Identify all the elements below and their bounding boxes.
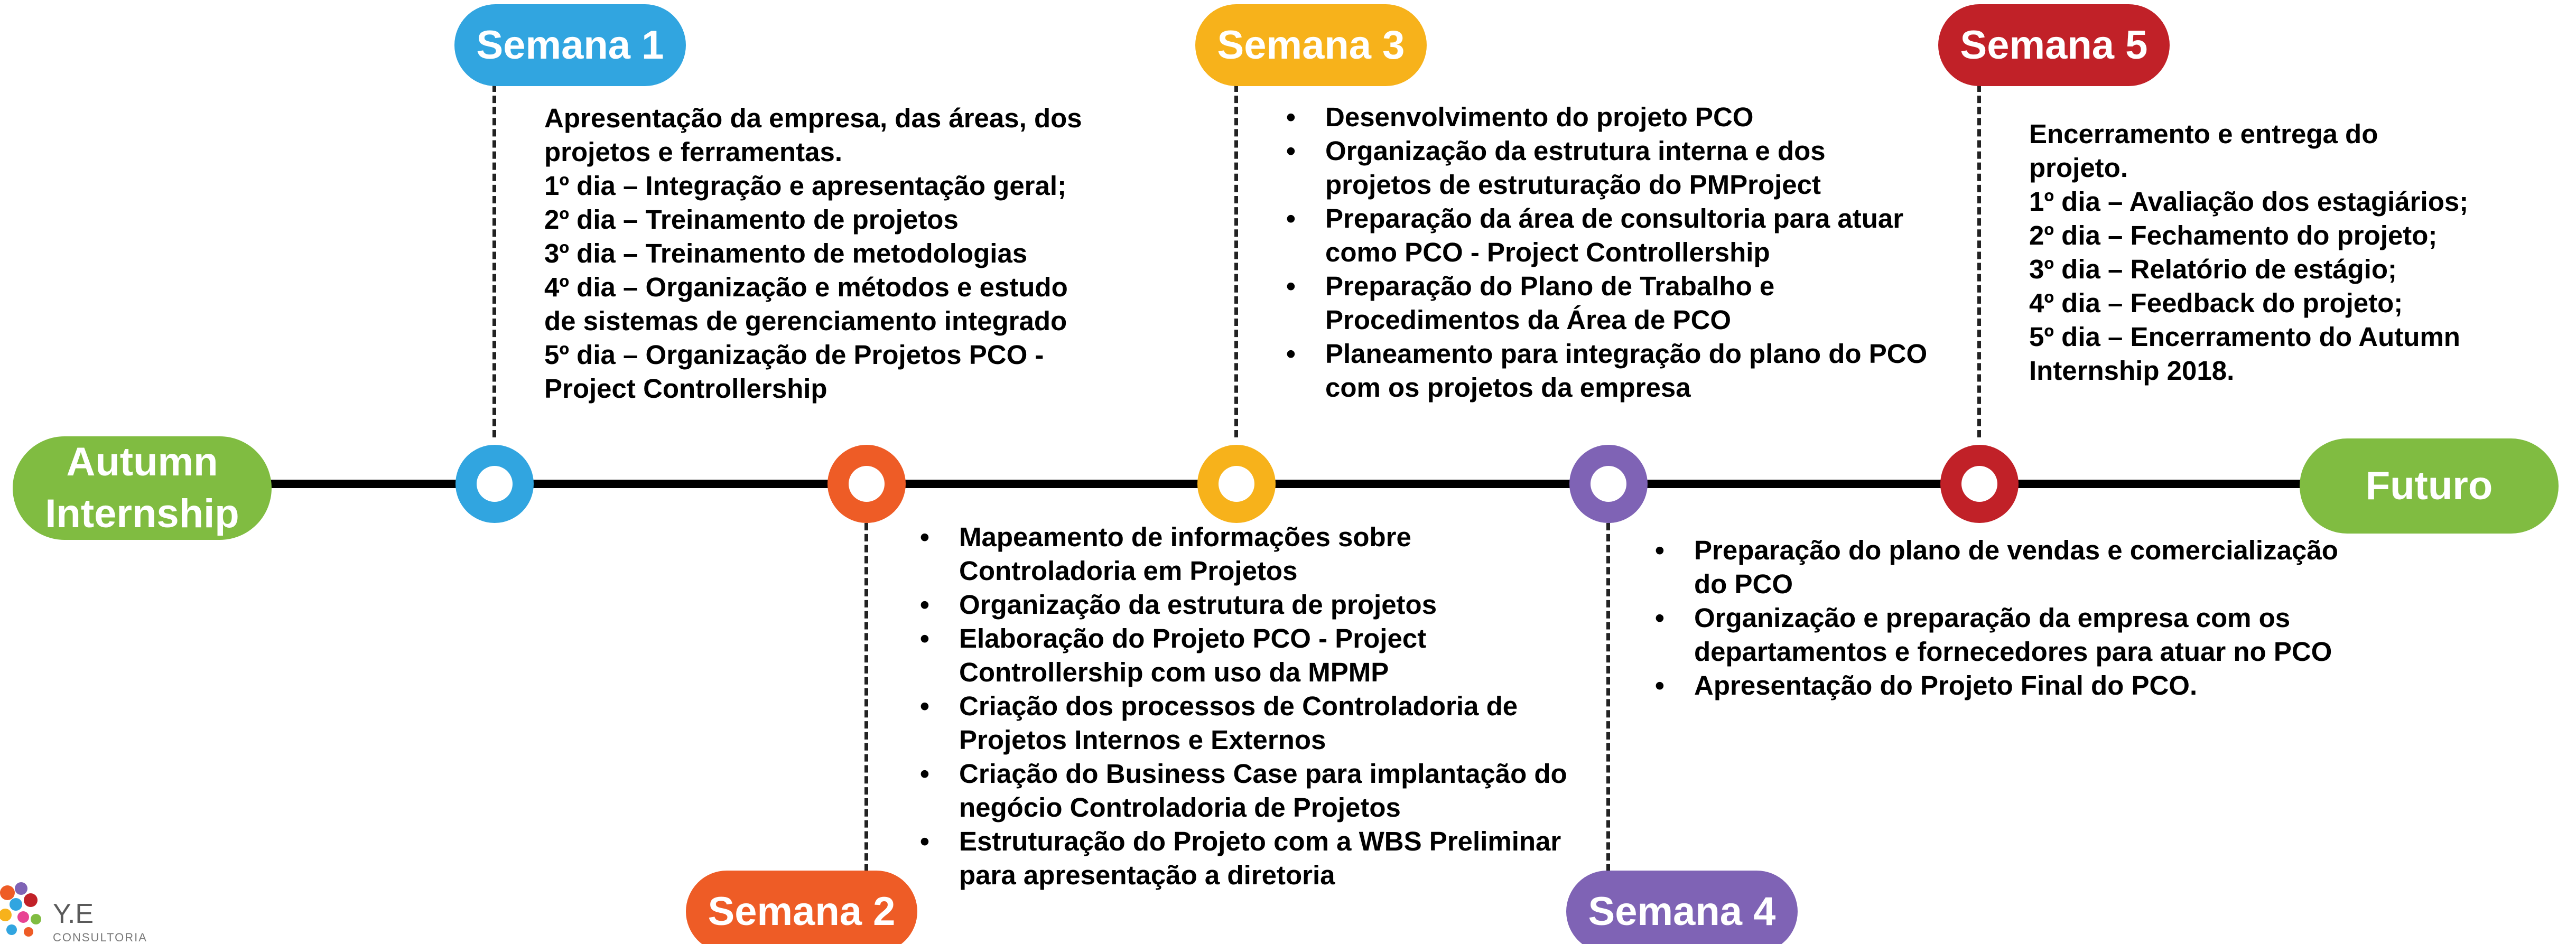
week3-bullet: Organização da estrutura interna e dos p… [1283,134,1927,202]
week1-node [455,445,534,523]
week3-bullet: Preparação do Plano de Trabalho e Proced… [1283,269,1927,337]
week1-line: Apresentação da empresa, das áreas, dos [544,103,1082,133]
week1-line: Project Controllership [544,373,827,404]
week3-bullet: Planeamento para integração do plano do … [1283,337,1927,405]
week2-description: Mapeamento de informações sobre Controla… [917,520,1567,892]
end-pill: Futuro [2300,438,2559,534]
week1-connector [492,85,496,437]
week3-label: Semana 3 [1217,23,1405,68]
week2-bullet: Criação do Business Case para implantaçã… [917,757,1567,825]
week5-line: Encerramento e entrega do [2029,119,2378,149]
week2-bullet: Estruturação do Projeto com a WBS Prelim… [917,825,1567,892]
week1-line: projetos e ferramentas. [544,137,843,167]
week4-bullet: Apresentação do Projeto Final do PCO. [1652,669,2338,703]
week3-connector [1234,85,1238,437]
logo-name: Y.E [53,899,94,929]
week5-label: Semana 5 [1960,23,2148,68]
week5-label-pill: Semana 5 [1938,4,2170,86]
week2-label: Semana 2 [708,889,896,934]
week2-bullet: Criação dos processos de Controladoria d… [917,689,1567,757]
week4-connector [1606,523,1610,872]
week1-line: 5º dia – Organização de Projetos PCO - [544,340,1044,370]
company-logo-icon [0,882,41,937]
week2-connector [864,523,868,872]
week1-description: Apresentação da empresa, das áreas, dos … [544,101,1082,406]
week5-node [1940,445,2019,523]
week4-bullet: Organização e preparação da empresa com … [1652,601,2338,669]
week4-node [1569,445,1648,523]
logo-subtitle: CONSULTORIA [53,931,147,944]
week2-bullet: Mapeamento de informações sobre Controla… [917,520,1567,588]
week1-line: 4º dia – Organização e métodos e estudo [544,272,1068,302]
week5-connector [1977,85,1981,437]
week1-label: Semana 1 [476,23,664,68]
week3-label-pill: Semana 3 [1195,4,1427,86]
week1-line: 2º dia – Treinamento de projetos [544,204,959,235]
week5-line: 2º dia – Fechamento do projeto; [2029,220,2438,250]
week1-label-pill: Semana 1 [454,4,686,86]
week5-line: 5º dia – Encerramento do Autumn [2029,322,2460,352]
start-pill: Autumn Internship [13,436,272,540]
week5-line: Internship 2018. [2029,356,2235,386]
week5-line: 1º dia – Avaliação dos estagiários; [2029,186,2469,217]
week2-bullet: Elaboração do Projeto PCO - Project Cont… [917,622,1567,689]
week3-bullet: Desenvolvimento do projeto PCO [1283,100,1927,134]
week1-line: 3º dia – Treinamento de metodologias [544,238,1028,268]
week4-description: Preparação do plano de vendas e comercia… [1652,534,2338,703]
week2-bullet: Organização da estrutura de projetos [917,588,1567,622]
timeline-axis [233,480,2325,488]
week1-line: 1º dia – Integração e apresentação geral… [544,171,1067,201]
week4-label: Semana 4 [1588,889,1776,934]
start-label-line-1: Autumn [66,440,218,484]
week4-bullet: Preparação do plano de vendas e comercia… [1652,534,2338,601]
week3-bullet: Preparação da área de consultoria para a… [1283,202,1927,269]
week1-line: de sistemas de gerenciamento integrado [544,306,1067,336]
week2-label-pill: Semana 2 [686,871,917,944]
week3-node [1197,445,1276,523]
end-label: Futuro [2365,463,2493,508]
week3-description: Desenvolvimento do projeto PCO Organizaç… [1283,100,1927,405]
week5-line: 3º dia – Relatório de estágio; [2029,254,2397,284]
week4-label-pill: Semana 4 [1566,871,1798,944]
week5-description: Encerramento e entrega do projeto. 1º di… [2029,117,2468,388]
week2-node [827,445,906,523]
start-label-line-2: Internship [45,491,239,536]
week5-line: projeto. [2029,153,2128,183]
week5-line: 4º dia – Feedback do projeto; [2029,288,2403,318]
